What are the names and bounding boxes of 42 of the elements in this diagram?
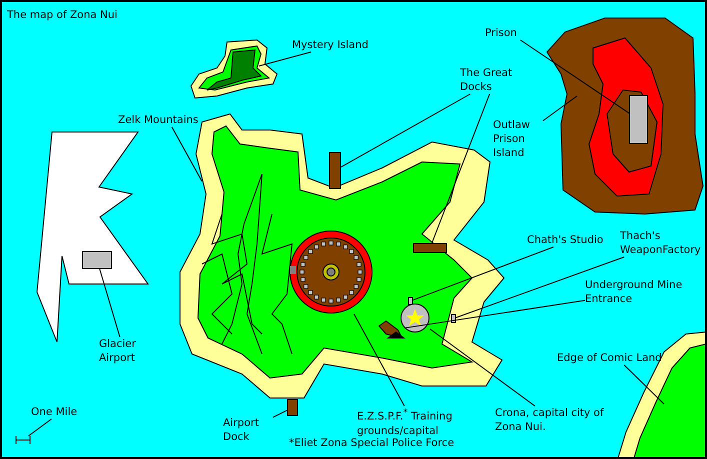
place-label: Glacier Airport (99, 337, 149, 365)
place-label: Chath's Studio (527, 233, 617, 247)
leader-line (99, 268, 120, 338)
map-title: The map of Zona Nui (7, 8, 118, 22)
airport-building (82, 252, 112, 268)
footnote: *Eliet Zona Special Police Force (289, 436, 454, 450)
leader-line (431, 94, 490, 244)
place-label: Mystery Island (292, 38, 382, 52)
arena-drawing (289, 230, 373, 314)
place-label: Crona, capital city of Zona Nui. (495, 406, 613, 434)
place-label: Outlaw Prison Island (493, 118, 543, 160)
building-marker (451, 314, 456, 323)
leader-line (520, 40, 630, 114)
scale-bar (15, 436, 31, 444)
place-label: E.Z.S.P.F.$^{*}$ Training grounds/capital (357, 406, 469, 438)
leader-line (624, 364, 664, 404)
place-label: Zelk Mountains (118, 113, 218, 127)
place-label: The Great Docks (460, 66, 530, 94)
place-label: Prison (485, 26, 535, 40)
place-label: Edge of Comic Land (557, 351, 677, 365)
dock-pier (287, 399, 298, 416)
leader-line (171, 126, 202, 182)
leader-line (456, 256, 625, 318)
leader-line (340, 94, 471, 168)
leader-line (28, 418, 52, 436)
place-label: Thach's WeaponFactory (620, 229, 705, 257)
place-label: Airport Dock (223, 416, 273, 444)
place-label: Underground Mine Entrance (585, 278, 695, 306)
dock-pier (413, 243, 447, 253)
leader-line (404, 300, 586, 328)
leader-line (272, 410, 288, 418)
prison-building (630, 96, 648, 144)
leader-line (430, 328, 536, 406)
leader-line (354, 314, 405, 406)
building-marker (408, 297, 413, 305)
leader-line (412, 246, 554, 301)
leader-line (542, 96, 578, 122)
place-label: One Mile (31, 405, 91, 419)
mine-entrance-drawing (378, 320, 405, 340)
city-circle (400, 303, 430, 333)
dock-pier (329, 152, 341, 189)
leader-line (258, 52, 312, 66)
